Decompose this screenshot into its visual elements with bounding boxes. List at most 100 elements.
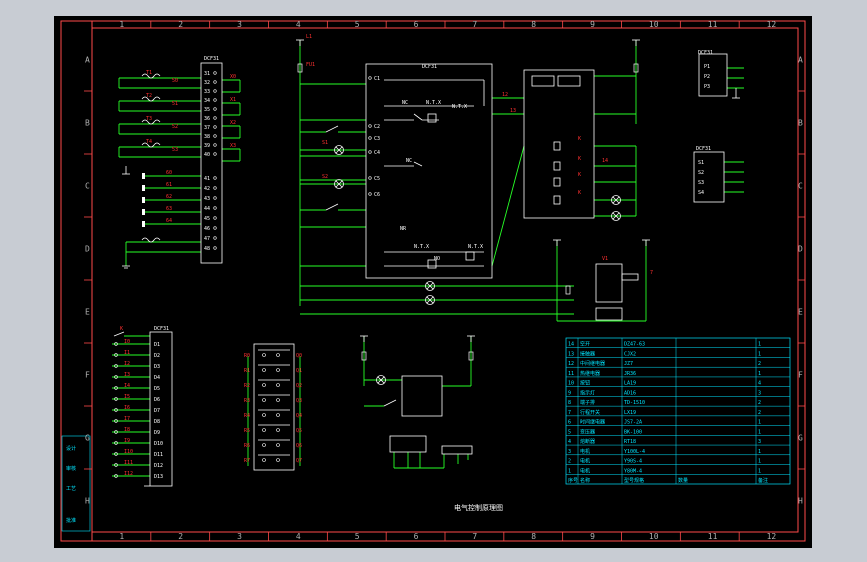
wire-tag: X3: [230, 143, 236, 149]
block-label-right-small: DCF31: [698, 50, 713, 56]
table-cell: 按钮: [580, 380, 590, 387]
fuse-symbol-2: [468, 351, 474, 361]
wire-tag: K: [578, 156, 581, 162]
wire-tag: FU1: [306, 62, 315, 68]
table-cell: 1: [758, 449, 761, 455]
wire-tag: I0: [124, 339, 130, 345]
table-cell: 12: [568, 361, 574, 367]
terminal-number: 45: [204, 216, 210, 222]
terminal-dot: [213, 216, 217, 220]
terminal-number: D11: [154, 452, 163, 458]
ruler-column-bottom: 1: [119, 532, 124, 541]
table-cell: 1: [758, 371, 761, 377]
terminal-block-lower-left: [149, 331, 173, 487]
panel-label-ntx-3: N.T.X: [414, 244, 429, 250]
terminal-number: 46: [204, 226, 210, 232]
ruler-row-left: H: [85, 497, 90, 506]
relay-pin: [262, 458, 266, 462]
relay-pin: [262, 443, 266, 447]
labels: 313233343536373839404142434445464748T150…: [120, 34, 711, 480]
panel-contact-label: C4: [374, 150, 380, 156]
relay-pin-2: [276, 443, 280, 447]
heater-symbol: [141, 237, 161, 243]
table-cell: 7: [568, 410, 571, 416]
table-cell: CJX2: [624, 351, 636, 357]
table-cell: 1: [758, 351, 761, 357]
table-cell: 1: [758, 420, 761, 426]
table-cell: 11: [568, 371, 574, 377]
table-cell: Y80M-4: [624, 468, 642, 474]
terminal-dot: [213, 71, 217, 75]
ruler-column-bottom: 5: [355, 532, 360, 541]
relay-pin: [262, 368, 266, 372]
wire-tag: R5: [244, 428, 250, 434]
panel-contact: [368, 124, 372, 128]
ruler-row-right: A: [798, 56, 803, 65]
terminal-number: D10: [154, 441, 163, 447]
socket-symbol: [595, 307, 623, 321]
left-stamp-process: 工艺: [66, 486, 76, 492]
relay-pin-2: [276, 398, 280, 402]
terminal-number: D5: [154, 386, 160, 392]
lamp-symbol: [611, 211, 621, 221]
wire-tag: R7: [244, 458, 250, 464]
terminal-block-right-mid: [693, 151, 725, 203]
wire-tag: K: [578, 172, 581, 178]
panel-contact: [368, 136, 372, 140]
wire-tag: Q7: [296, 458, 302, 464]
terminal-dot: [213, 107, 217, 111]
lamp-symbol: [376, 375, 386, 385]
wire-tag: 62: [166, 194, 172, 200]
input-dot: [114, 364, 118, 368]
connector-block-right: [441, 445, 473, 455]
table-cell: 13: [568, 351, 574, 357]
table-cell: 2: [568, 459, 571, 465]
wire-tag: 61: [166, 182, 172, 188]
terminal-dot: [213, 176, 217, 180]
panel-contact-label: C6: [374, 192, 380, 198]
heater-symbol: [141, 96, 161, 102]
terminal-number: 31: [204, 71, 210, 77]
ruler-column-top: 12: [767, 20, 777, 29]
outer-frame: [60, 20, 806, 542]
terminal-dot: [213, 89, 217, 93]
wire-tag: 14: [602, 158, 608, 164]
ruler-column-bottom: 8: [531, 532, 536, 541]
relay-coil-2: [465, 251, 475, 261]
wire-tag: R3: [244, 398, 250, 404]
wire-tag: 12: [502, 92, 508, 98]
terminal-number: 43: [204, 196, 210, 202]
terminal-number: 42: [204, 186, 210, 192]
terminal-block-right-top: [698, 53, 728, 97]
terminal-number: D13: [154, 474, 163, 480]
component-line: [113, 331, 125, 337]
component-line: [383, 399, 397, 407]
fuse-symbol: [361, 351, 367, 361]
wire-tag: 51: [172, 101, 178, 107]
wire-tag: Q5: [296, 428, 302, 434]
terminal-number: D3: [154, 364, 160, 370]
wire: [491, 145, 525, 267]
sensor-symbol: [142, 209, 145, 215]
relay-frame: [523, 69, 595, 219]
table-cell: BK-100: [624, 429, 642, 435]
terminal-label: S1: [698, 160, 704, 166]
table-cell: 电机: [580, 448, 590, 455]
table-cell: 指示灯: [580, 389, 595, 396]
ruler-column-bottom: 6: [414, 532, 419, 541]
ruler-row-right: H: [798, 497, 803, 506]
input-dot: [114, 463, 118, 467]
component-line: [335, 146, 343, 154]
relay-pin-2: [276, 383, 280, 387]
control-relay-box: [401, 375, 443, 417]
lamp-symbol: [425, 281, 435, 291]
block-label-main-panel: DCF31: [422, 64, 437, 70]
component-line: [413, 161, 423, 167]
components: [113, 39, 740, 487]
left-stamp-approve: 批准: [66, 517, 76, 524]
terminal-number: 32: [204, 80, 210, 86]
relay-column: [253, 343, 295, 471]
wires: [112, 40, 744, 477]
terminal-number: 35: [204, 107, 210, 113]
